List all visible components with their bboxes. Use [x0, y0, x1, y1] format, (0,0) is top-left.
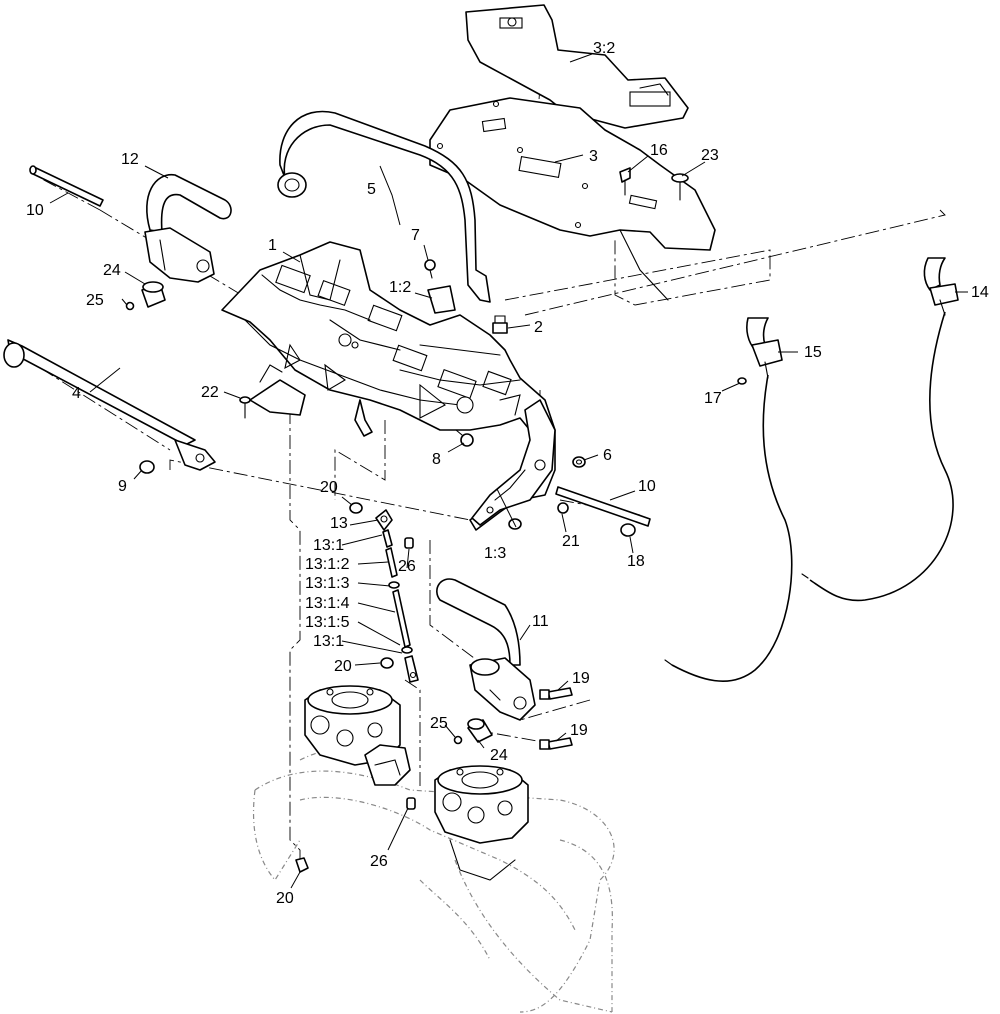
callout-25-left: 25	[86, 292, 104, 309]
ghost-machine-frame	[252, 746, 615, 1013]
part-25-washer-right	[453, 735, 463, 745]
part-20-nut-top	[349, 502, 363, 514]
part-24-bushing-left	[141, 281, 166, 308]
part-18-bushing	[620, 523, 636, 537]
part-3-control-panel	[429, 97, 716, 301]
callout-11: 11	[532, 613, 549, 630]
part-10-shaft-right	[555, 486, 651, 527]
part-23-knob	[671, 173, 689, 201]
callout-13-1-4: 13:1:4	[305, 595, 350, 612]
part-12-lever	[144, 174, 232, 283]
part-16-screw	[619, 167, 631, 196]
part-26-spacer-top	[404, 537, 414, 549]
callout-19-bottom: 19	[570, 722, 588, 739]
part-19-bolt-top	[539, 687, 573, 700]
part-5-handle	[277, 110, 491, 303]
part-3-2-decal	[465, 4, 689, 129]
callout-5: 5	[367, 181, 376, 198]
callout-15: 15	[804, 344, 822, 361]
part-25-washer-left	[125, 301, 135, 311]
part-22-pin	[239, 396, 251, 419]
callout-13-1-bottom: 13:1	[313, 633, 344, 650]
callout-10-left: 10	[26, 202, 44, 219]
part-8-bolt	[455, 429, 474, 447]
callout-13-1-top: 13:1	[313, 537, 344, 554]
alignment-lines	[19, 84, 946, 865]
part-1-frame	[221, 241, 556, 531]
callout-3-2: 3:2	[593, 40, 615, 57]
part-14-throttle-lever	[801, 257, 959, 602]
part-24-bushing-right	[467, 718, 493, 743]
hydro-pump-right	[434, 765, 529, 881]
part-13-linkage	[375, 509, 419, 683]
part-10-shaft-left	[29, 165, 104, 207]
callout-4: 4	[72, 385, 81, 402]
part-6-nut	[572, 456, 586, 468]
callout-16: 16	[650, 142, 668, 159]
part-11-lever	[436, 578, 536, 721]
part-4-link-rod	[3, 339, 216, 471]
callout-18: 18	[627, 553, 645, 570]
part-20-nut-bottom	[295, 857, 309, 873]
leader-lines	[49, 53, 968, 889]
callout-17: 17	[704, 390, 722, 407]
callout-23: 23	[701, 147, 719, 164]
callout-20-top: 20	[320, 479, 338, 496]
callout-13: 13	[330, 515, 348, 532]
callout-8: 8	[432, 451, 441, 468]
callout-19-top: 19	[572, 670, 590, 687]
part-9-washer	[139, 460, 155, 474]
part-26-spacer-bottom	[406, 797, 416, 810]
callout-1-2: 1:2	[389, 279, 411, 296]
callout-22: 22	[201, 384, 219, 401]
callout-1: 1	[268, 237, 277, 254]
callout-6: 6	[603, 447, 612, 464]
part-17-nut	[737, 377, 747, 385]
callout-26-top: 26	[398, 558, 416, 575]
callout-20-bottom: 20	[276, 890, 294, 907]
callout-10-right: 10	[638, 478, 656, 495]
part-2-clip	[492, 315, 508, 334]
callout-3: 3	[589, 148, 598, 165]
callout-13-1-3: 13:1:3	[305, 575, 350, 592]
callout-2: 2	[534, 319, 543, 336]
callout-13-1-5: 13:1:5	[305, 614, 350, 631]
callout-21: 21	[562, 533, 580, 550]
callout-13-1-2: 13:1:2	[305, 556, 350, 573]
callout-labels: 1 1:2 1:3 2 3 3:2 4 5 6 7 8 9 10 10 11 1…	[26, 40, 989, 907]
callout-26-bottom: 26	[370, 853, 388, 870]
callout-1-3: 1:3	[484, 545, 506, 562]
part-15-choke-lever	[664, 317, 793, 682]
callout-12: 12	[121, 151, 139, 168]
callout-7: 7	[411, 227, 420, 244]
part-19-bolt-bottom	[539, 737, 573, 750]
hydro-pump-left	[304, 685, 411, 786]
callout-20-mid: 20	[334, 658, 352, 675]
part-20-nut-mid	[380, 657, 394, 669]
callout-24-left: 24	[103, 262, 121, 279]
callout-24-right: 24	[490, 747, 508, 764]
callout-25-right: 25	[430, 715, 448, 732]
part-7-bolt	[424, 259, 436, 279]
callout-9: 9	[118, 478, 127, 495]
callout-14: 14	[971, 284, 989, 301]
part-1-2-plate	[427, 285, 456, 314]
part-21-bolt	[557, 502, 569, 514]
